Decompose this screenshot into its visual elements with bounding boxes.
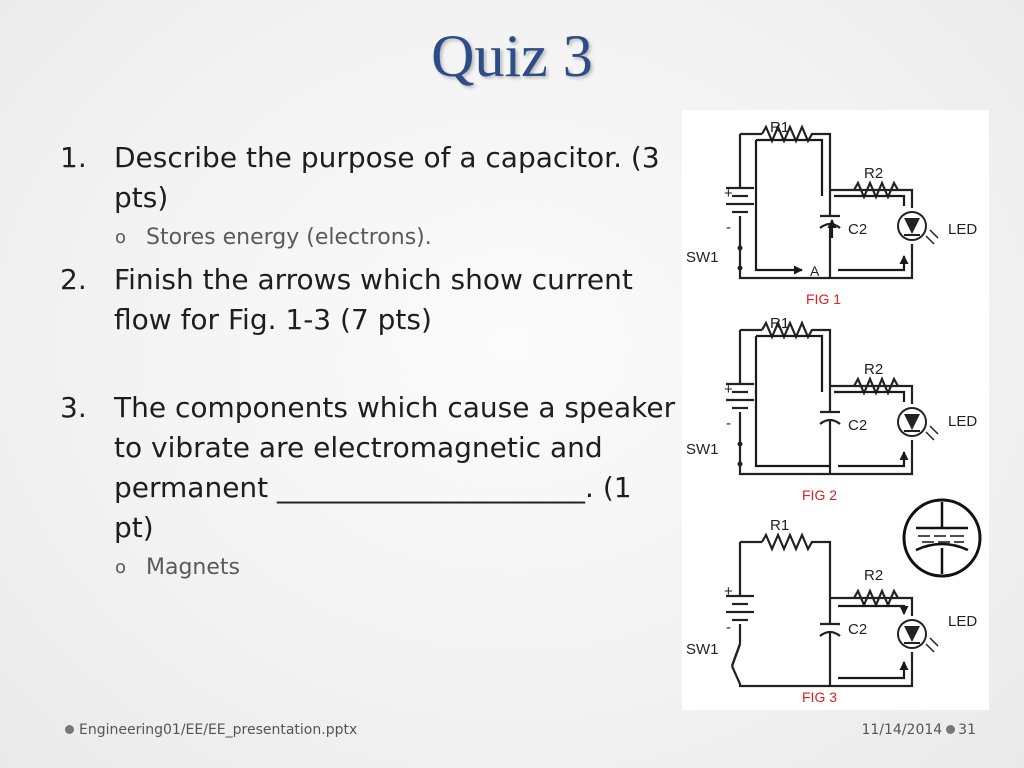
plus-sign: + <box>724 381 733 398</box>
r1-label: R1 <box>770 315 789 332</box>
circuit-figure: R1 R2 C2 LED SW1 + - A FIG 1 R1 R2 C2 LE… <box>682 110 989 710</box>
circle-bullet-icon: o <box>115 227 127 248</box>
minus-sign: - <box>726 219 731 236</box>
footer-date-page: 11/14/2014 31 <box>861 722 976 738</box>
sw1-label: SW1 <box>686 249 719 266</box>
fig-2-caption: FIG 2 <box>802 487 837 503</box>
sw1-label: SW1 <box>686 641 719 658</box>
plus-sign: + <box>724 185 733 202</box>
r2-label: R2 <box>864 361 883 378</box>
node-a-label: A <box>810 263 820 279</box>
answer-1: o Stores energy (electrons). <box>60 222 680 254</box>
answer-3: o Magnets <box>60 552 680 584</box>
circuit-diagrams: R1 R2 C2 LED SW1 + - A FIG 1 R1 R2 C2 LE… <box>686 119 982 705</box>
slide-title: Quiz 3 <box>431 23 593 89</box>
r1-label: R1 <box>770 119 789 136</box>
r2-label: R2 <box>864 165 883 182</box>
dot-icon <box>946 725 956 734</box>
plus-sign: + <box>724 583 733 600</box>
answer-text: Magnets <box>146 555 240 580</box>
question-text: Describe the purpose of a capacitor. (3 … <box>114 141 660 214</box>
fig-1-caption: FIG 1 <box>806 291 841 307</box>
fig-1-circuit: R1 R2 C2 LED SW1 + - A FIG 1 <box>686 119 977 307</box>
question-number: 2. <box>60 263 87 296</box>
question-3: 3. The components which cause a speaker … <box>60 388 680 548</box>
led-label: LED <box>948 221 977 238</box>
c2-label: C2 <box>848 221 867 238</box>
fig-3-caption: FIG 3 <box>802 689 837 705</box>
question-text: The components which cause a speaker to … <box>114 391 676 544</box>
fig-2-circuit: R1 R2 C2 LED SW1 + - FIG 2 <box>686 315 977 503</box>
question-1: 1. Describe the purpose of a capacitor. … <box>60 138 680 218</box>
c2-label: C2 <box>848 417 867 434</box>
dot-icon <box>65 725 74 734</box>
question-text: Finish the arrows which show current flo… <box>114 263 633 336</box>
c2-label: C2 <box>848 621 867 638</box>
question-number: 1. <box>60 141 87 174</box>
led-label: LED <box>948 613 977 630</box>
led-label: LED <box>948 413 977 430</box>
r2-label: R2 <box>864 567 883 584</box>
sw1-label: SW1 <box>686 441 719 458</box>
speaker-symbol-icon <box>902 498 982 578</box>
footer-path: Engineering01/EE/EE_presentation.pptx <box>65 722 357 738</box>
minus-sign: - <box>726 619 731 636</box>
page-number: 31 <box>958 722 976 738</box>
question-number: 3. <box>60 391 87 424</box>
footer-filename: Engineering01/EE/EE_presentation.pptx <box>79 722 358 738</box>
fig-3-circuit: R1 R2 C2 LED SW1 + - FIG 3 <box>686 517 977 705</box>
footer-date: 11/14/2014 <box>861 722 943 738</box>
answer-text: Stores energy (electrons). <box>146 225 432 250</box>
question-2: 2. Finish the arrows which show current … <box>60 260 680 340</box>
r1-label: R1 <box>770 517 789 534</box>
minus-sign: - <box>726 415 731 432</box>
circle-bullet-icon: o <box>115 557 127 578</box>
quiz-content: 1. Describe the purpose of a capacitor. … <box>60 138 680 584</box>
